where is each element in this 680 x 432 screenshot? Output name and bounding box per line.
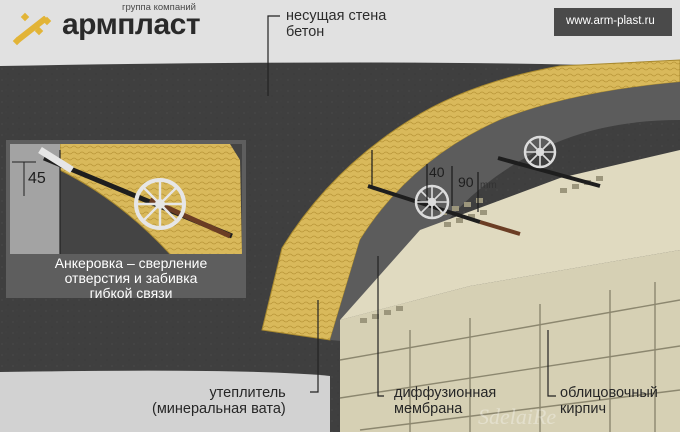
anchor-dimension-b: 90 bbox=[458, 174, 474, 190]
brick-wall-top bbox=[340, 150, 680, 320]
top-band bbox=[0, 0, 680, 68]
brand-subtitle: группа компаний bbox=[122, 2, 196, 13]
dimension-marks bbox=[371, 150, 479, 212]
wall-label-line1: несущая стена bbox=[286, 8, 387, 24]
anchoring-caption-line1: Анкеровка – сверление bbox=[54, 255, 208, 271]
anchor-washers bbox=[414, 135, 557, 220]
website-link[interactable]: www.arm-plast.ru bbox=[566, 15, 655, 27]
insulation-label-line1: утеплитель bbox=[209, 385, 286, 401]
dimension-unit: mm bbox=[480, 180, 497, 191]
insulation-label: утеплитель (минеральная вата) bbox=[152, 385, 286, 417]
anchoring-inset bbox=[6, 140, 246, 298]
inset-depth-dimension: 45 bbox=[28, 170, 46, 187]
leader-lines bbox=[267, 15, 556, 397]
brick-joints bbox=[339, 282, 680, 432]
wall-label: несущая стена бетон bbox=[286, 8, 386, 40]
anchoring-caption-line2: отверстия и забивка bbox=[64, 270, 198, 286]
brick-label: облицовочный кирпич bbox=[560, 385, 658, 417]
anchoring-caption: Анкеровка – сверление отверстия и забивк… bbox=[22, 256, 240, 301]
anchor-rods bbox=[367, 156, 601, 236]
membrane-label-line1: диффузионная bbox=[394, 385, 497, 401]
brick-label-line2: кирпич bbox=[560, 401, 607, 417]
brick-label-line1: облицовочный bbox=[560, 385, 658, 401]
brand-name: армпласт bbox=[62, 8, 201, 41]
watermark: SdelaiRe bbox=[478, 404, 557, 429]
brick-wall-front bbox=[340, 250, 680, 432]
insulation-label-line2: (минеральная вата) bbox=[152, 401, 286, 417]
membrane-label-line2: мембрана bbox=[394, 401, 463, 417]
anchor-dimension-a: 40 bbox=[429, 164, 445, 180]
wall-label-line2: бетон bbox=[286, 24, 325, 40]
floor-band bbox=[0, 370, 330, 432]
anchoring-caption-line3: гибкой связи bbox=[89, 285, 173, 301]
url-box bbox=[554, 8, 672, 36]
membrane-label: диффузионная мембрана bbox=[394, 385, 496, 417]
